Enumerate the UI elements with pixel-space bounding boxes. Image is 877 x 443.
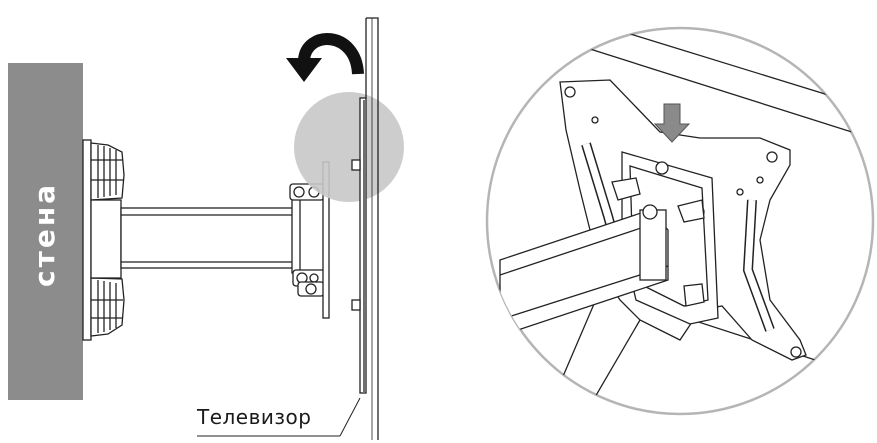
tv-panel [351, 17, 379, 440]
wall [8, 63, 83, 400]
tv-label: Телевизор [197, 405, 312, 429]
nut-bottom [292, 269, 328, 297]
down-arrow-icon [653, 103, 691, 143]
zoom-view [485, 26, 875, 416]
side-view [8, 17, 404, 440]
wall-plate [82, 139, 125, 341]
swing-arm [120, 194, 325, 274]
curved-arrow-icon [286, 33, 364, 82]
wall-label: стена [28, 181, 61, 287]
tv-leader-line [339, 397, 361, 437]
zoom-highlight [294, 92, 404, 202]
